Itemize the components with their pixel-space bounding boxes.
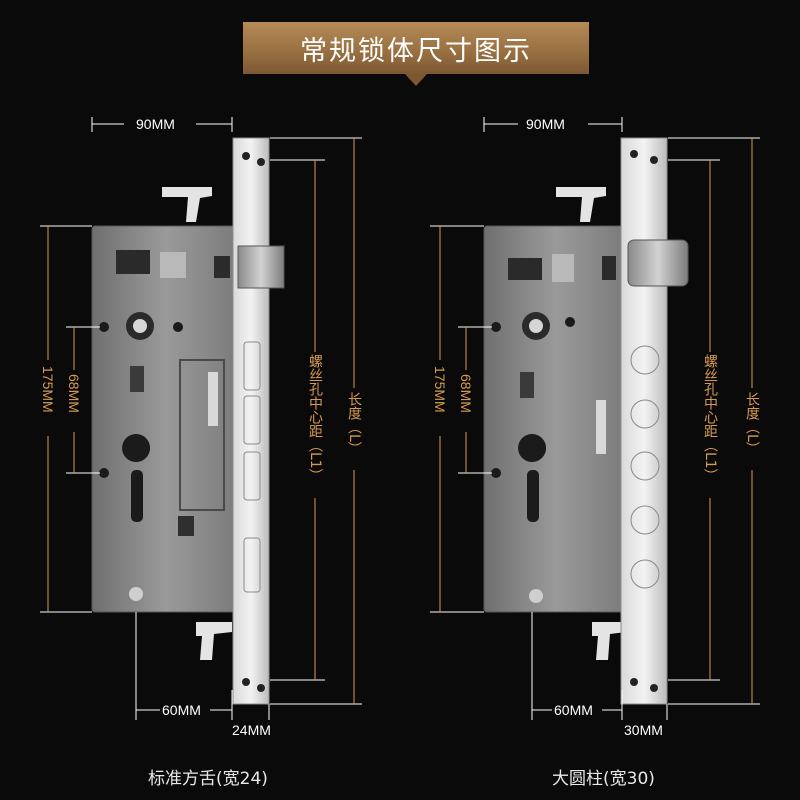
length-label: 长度（L） bbox=[346, 392, 362, 456]
backset-label: 60MM bbox=[162, 702, 201, 718]
lock-right-dimensions bbox=[430, 117, 760, 720]
backset-label: 60MM bbox=[554, 702, 593, 718]
mount-hole-lower bbox=[99, 468, 109, 478]
lever-spring bbox=[208, 372, 218, 426]
cylinder-hole-slot bbox=[131, 470, 143, 522]
cylinder-hole-top bbox=[122, 434, 151, 462]
faceplate-round-slot bbox=[630, 559, 660, 589]
mount-hole-lower bbox=[491, 468, 501, 478]
length-label: 长度（L） bbox=[744, 392, 760, 456]
hole-spacing-label: 68MM bbox=[458, 374, 474, 413]
faceplate-round-slot bbox=[630, 451, 660, 481]
spring-block bbox=[160, 252, 186, 278]
faceplate-round-slot bbox=[630, 345, 660, 375]
faceplate-screw-hole bbox=[630, 678, 638, 686]
mount-hole-upper-right bbox=[173, 322, 183, 332]
faceplate-screw-hole bbox=[650, 684, 658, 692]
slot-small bbox=[602, 256, 616, 280]
faceplate bbox=[620, 137, 668, 705]
mount-hole-upper bbox=[99, 322, 109, 332]
faceplate-slot bbox=[243, 451, 261, 501]
top-hook bbox=[556, 187, 606, 222]
mount-hole-upper-right bbox=[565, 317, 575, 327]
latch-block bbox=[130, 366, 144, 392]
faceplate-slot bbox=[243, 341, 261, 391]
lock-right-body bbox=[483, 137, 689, 705]
faceplate-round-slot bbox=[630, 505, 660, 535]
faceplate-width-label: 24MM bbox=[232, 722, 271, 738]
faceplate-screw-hole bbox=[257, 158, 265, 166]
inner-frame bbox=[179, 359, 225, 511]
hole-spacing-label: 68MM bbox=[66, 374, 82, 413]
cylinder-hole-top bbox=[518, 434, 547, 462]
faceplate-width-label: 30MM bbox=[624, 722, 663, 738]
lock-caption: 大圆柱(宽30) bbox=[552, 769, 655, 789]
width-label: 90MM bbox=[136, 116, 175, 132]
bottom-hook bbox=[592, 622, 626, 660]
lock-caption: 标准方舌(宽24) bbox=[148, 769, 268, 789]
faceplate-screw-hole bbox=[650, 156, 658, 164]
cylinder-hole-slot bbox=[527, 470, 539, 522]
faceplate-screw-hole bbox=[630, 150, 638, 158]
screw-bottom bbox=[529, 589, 543, 603]
bottom-hook bbox=[196, 622, 232, 660]
banner-pointer bbox=[405, 74, 427, 86]
mount-hole-upper bbox=[491, 322, 501, 332]
faceplate-slot bbox=[243, 537, 261, 593]
screw-distance-label: 螺丝孔中心距（L1） bbox=[307, 354, 323, 483]
faceplate-slot bbox=[243, 395, 261, 445]
lock-left-body bbox=[91, 137, 285, 705]
page-title: 常规锁体尺寸图示 bbox=[300, 35, 532, 67]
round-latch-bolt bbox=[627, 239, 689, 287]
title-banner: 常规锁体尺寸图示 bbox=[243, 22, 589, 74]
lock-left-dimensions bbox=[40, 117, 362, 720]
faceplate-screw-hole bbox=[242, 152, 250, 160]
faceplate-screw-hole bbox=[257, 684, 265, 692]
height-label: 175MM bbox=[432, 366, 448, 413]
spindle-hole bbox=[133, 319, 147, 333]
latch-block bbox=[520, 372, 534, 398]
screw-distance-label: 螺丝孔中心距（L1） bbox=[702, 354, 718, 483]
top-hook bbox=[162, 187, 212, 222]
height-label: 175MM bbox=[40, 366, 56, 413]
lever-spring bbox=[596, 400, 606, 454]
screw-bottom bbox=[129, 587, 143, 601]
square-hole bbox=[178, 516, 194, 536]
spring-block bbox=[552, 254, 574, 282]
faceplate bbox=[232, 137, 270, 705]
spindle-hole bbox=[529, 319, 543, 333]
square-latch-bolt bbox=[237, 245, 285, 289]
case-plate bbox=[483, 225, 629, 613]
width-label: 90MM bbox=[526, 116, 565, 132]
faceplate-round-slot bbox=[630, 399, 660, 429]
faceplate-screw-hole bbox=[242, 678, 250, 686]
slot-top bbox=[116, 250, 150, 274]
slot-small bbox=[214, 256, 230, 278]
slot-top bbox=[508, 258, 542, 280]
